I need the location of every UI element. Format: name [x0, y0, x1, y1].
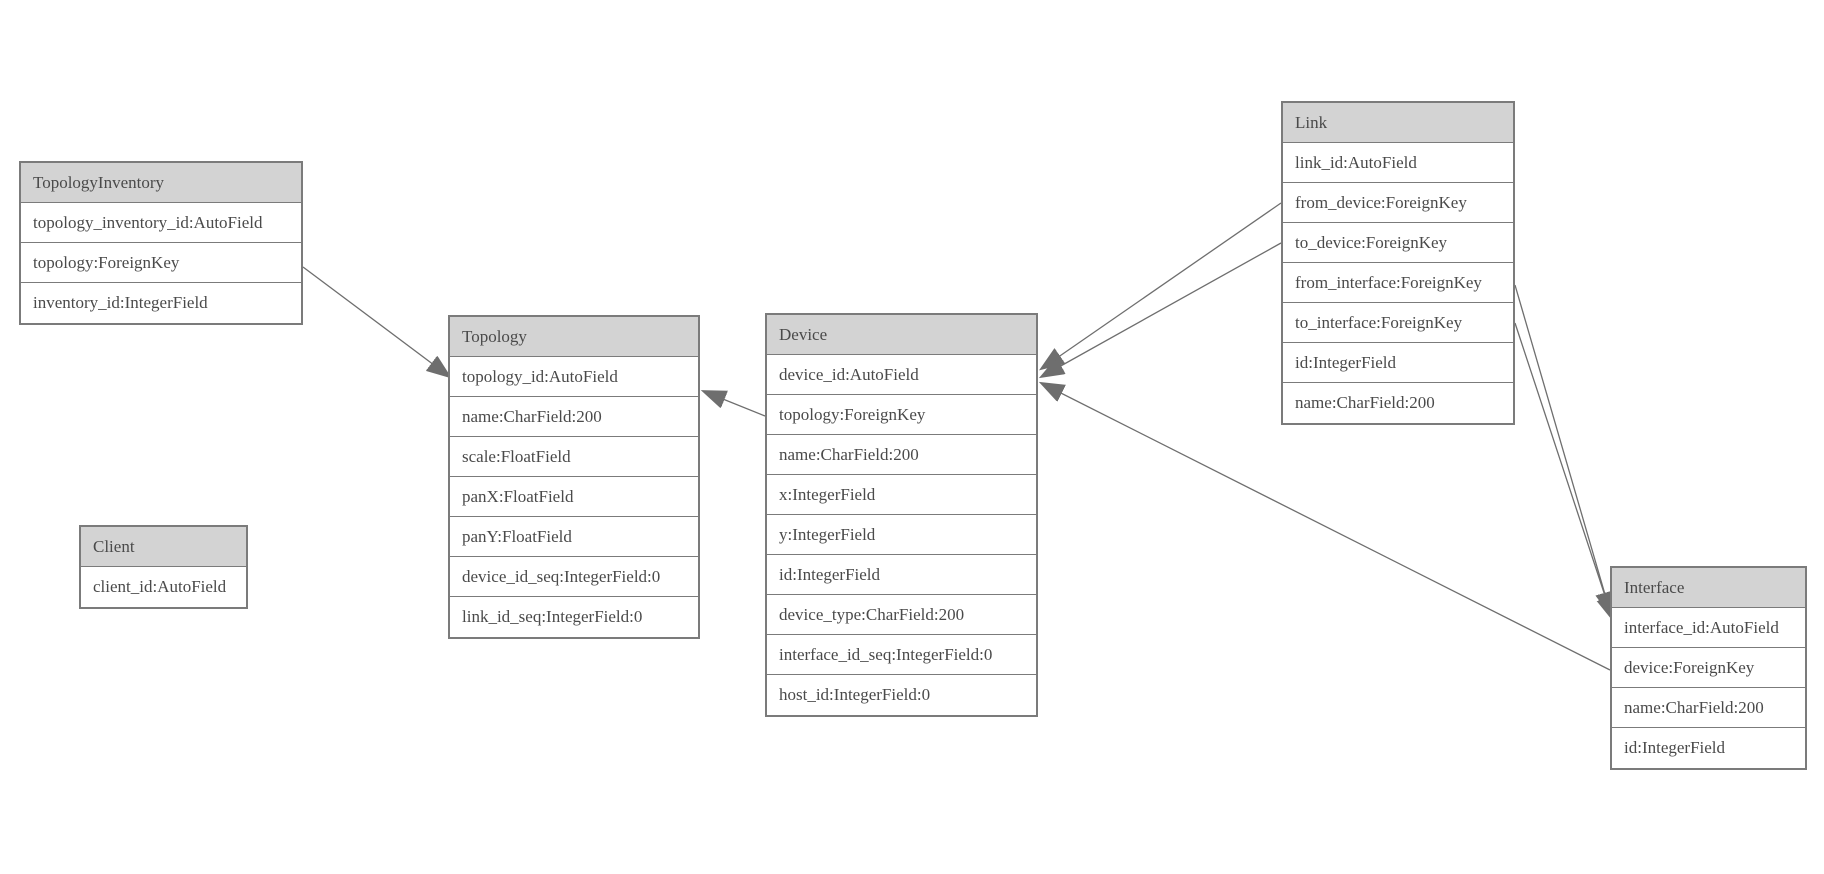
edge-link-to-device-device — [1041, 242, 1282, 377]
table-row: link_id:AutoField — [1283, 143, 1513, 183]
table-row: name:CharField:200 — [767, 435, 1036, 475]
table-row: topology_inventory_id:AutoField — [21, 203, 301, 243]
table-interface: Interface interface_id:AutoField device:… — [1610, 566, 1807, 770]
table-topologyinventory: TopologyInventory topology_inventory_id:… — [19, 161, 303, 325]
table-row: topology:ForeignKey — [767, 395, 1036, 435]
table-row: topology_id:AutoField — [450, 357, 698, 397]
edge-device-topology — [703, 391, 766, 417]
table-row: inventory_id:IntegerField — [21, 283, 301, 323]
table-row: host_id:IntegerField:0 — [767, 675, 1036, 715]
edge-interface-device-device — [1041, 383, 1611, 671]
table-link-title: Link — [1283, 103, 1513, 143]
table-row: id:IntegerField — [767, 555, 1036, 595]
table-row: to_device:ForeignKey — [1283, 223, 1513, 263]
table-topology-title: Topology — [450, 317, 698, 357]
table-row: scale:FloatField — [450, 437, 698, 477]
table-topology: Topology topology_id:AutoField name:Char… — [448, 315, 700, 639]
table-row: x:IntegerField — [767, 475, 1036, 515]
table-row: device_id:AutoField — [767, 355, 1036, 395]
table-row: from_device:ForeignKey — [1283, 183, 1513, 223]
table-row: name:CharField:200 — [1612, 688, 1805, 728]
table-row: interface_id:AutoField — [1612, 608, 1805, 648]
table-row: from_interface:ForeignKey — [1283, 263, 1513, 303]
edge-link-to-interface-interface — [1514, 322, 1613, 620]
table-client-title: Client — [81, 527, 246, 567]
table-client: Client client_id:AutoField — [79, 525, 248, 609]
edge-link-from-interface-interface — [1514, 284, 1611, 615]
table-row: device:ForeignKey — [1612, 648, 1805, 688]
table-device-title: Device — [767, 315, 1036, 355]
table-row: id:IntegerField — [1283, 343, 1513, 383]
table-row: panX:FloatField — [450, 477, 698, 517]
table-row: topology:ForeignKey — [21, 243, 301, 283]
table-row: name:CharField:200 — [1283, 383, 1513, 423]
edge-link-from-device-device — [1041, 202, 1282, 369]
table-row: device_type:CharField:200 — [767, 595, 1036, 635]
table-row: client_id:AutoField — [81, 567, 246, 607]
table-link: Link link_id:AutoField from_device:Forei… — [1281, 101, 1515, 425]
table-row: interface_id_seq:IntegerField:0 — [767, 635, 1036, 675]
table-row: link_id_seq:IntegerField:0 — [450, 597, 698, 637]
table-topologyinventory-title: TopologyInventory — [21, 163, 301, 203]
edge-topologyinventory-topology — [302, 266, 450, 377]
table-row: to_interface:ForeignKey — [1283, 303, 1513, 343]
table-row: y:IntegerField — [767, 515, 1036, 555]
table-row: id:IntegerField — [1612, 728, 1805, 768]
table-row: panY:FloatField — [450, 517, 698, 557]
table-device: Device device_id:AutoField topology:Fore… — [765, 313, 1038, 717]
table-interface-title: Interface — [1612, 568, 1805, 608]
table-row: name:CharField:200 — [450, 397, 698, 437]
table-row: device_id_seq:IntegerField:0 — [450, 557, 698, 597]
